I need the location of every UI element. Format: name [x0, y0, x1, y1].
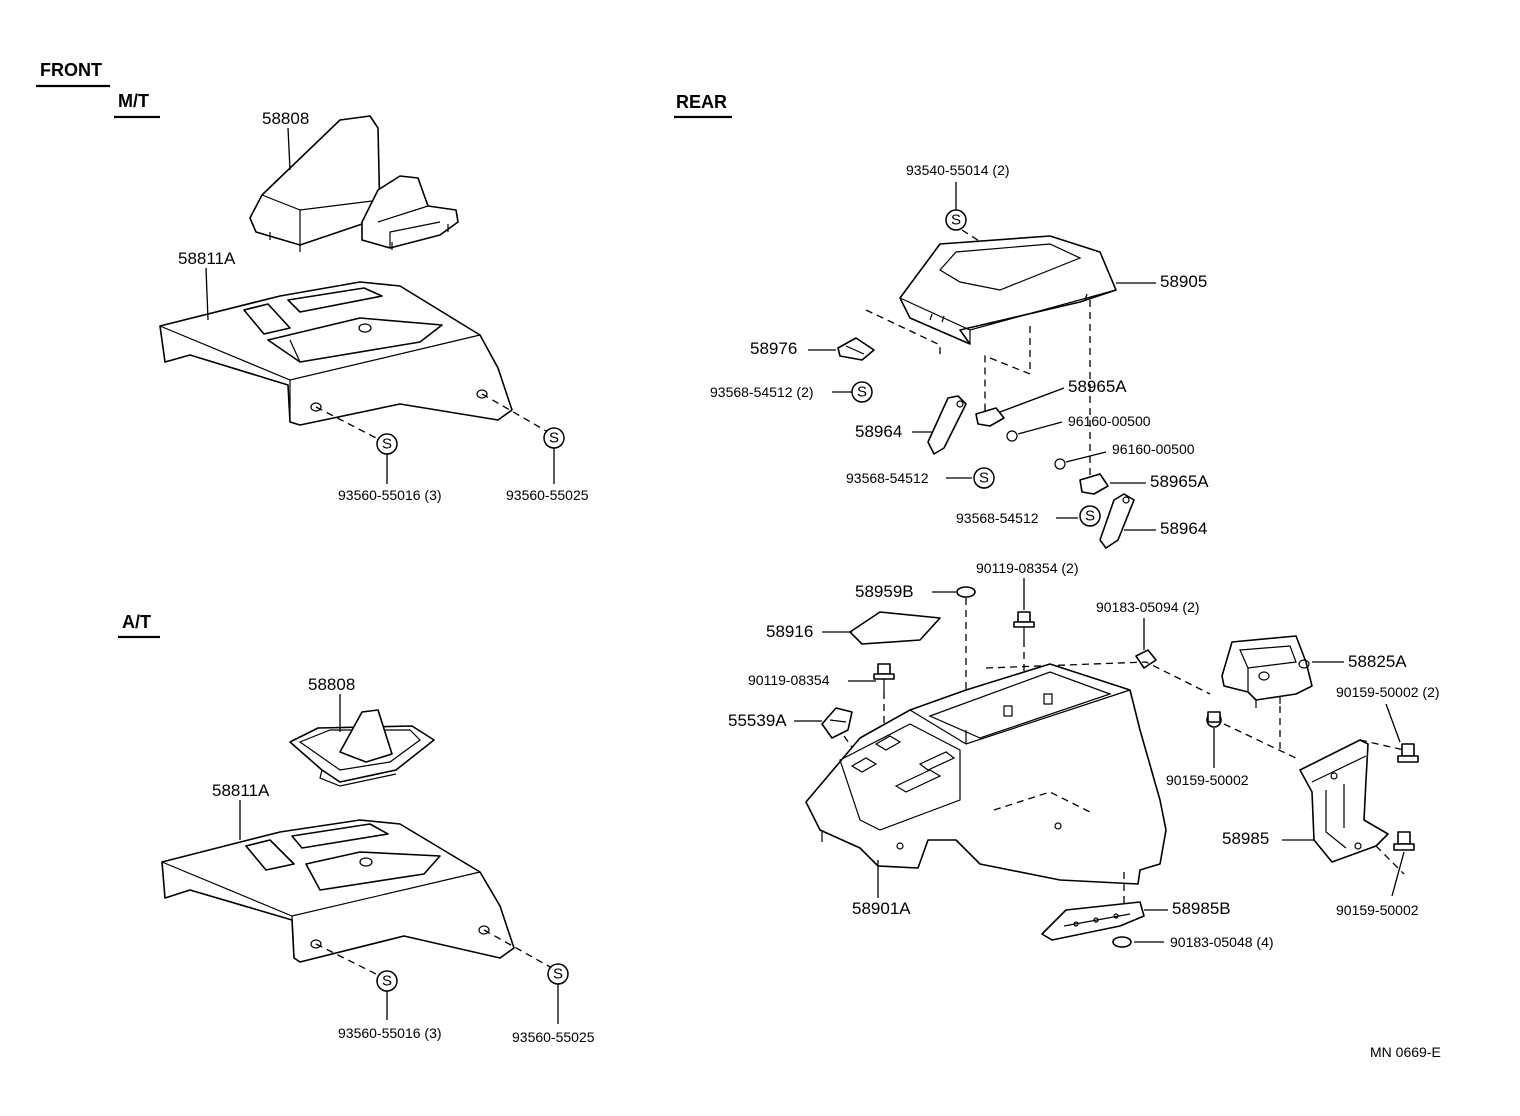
- mt-screw-left-symbol: S: [376, 433, 398, 455]
- label-r-58965A-2: 58965A: [1150, 472, 1209, 491]
- svg-text:S: S: [857, 384, 867, 401]
- label-r-58964-1: 58964: [855, 422, 902, 441]
- leader-mt-58808: [287, 127, 291, 171]
- label-r-58916: 58916: [766, 622, 813, 641]
- label-r-96160-00500-2: 96160-00500: [1112, 441, 1195, 457]
- rear-hinge-58965A-lower: [1079, 473, 1109, 495]
- label-at-93560-55016: 93560-55016 (3): [338, 1025, 442, 1041]
- svg-text:S: S: [1085, 508, 1095, 525]
- label-mt-58811A: 58811A: [178, 249, 236, 268]
- at-shift-boot-58808: [289, 709, 435, 787]
- rear-cap-58959B: [956, 586, 976, 598]
- rear-bolt-90159-a: [1206, 711, 1222, 728]
- rear-screw-93540-symbol: S: [945, 209, 967, 231]
- dash-r-58965-guide: [984, 326, 1031, 420]
- dash-r-58985-top: [1359, 739, 1405, 751]
- rear-bracket-58985: [1299, 739, 1389, 863]
- rear-switch-55539A: [821, 707, 853, 739]
- label-r-90159-50002-2: 90159-50002 (2): [1336, 684, 1440, 700]
- dash-r-90159-a: [1223, 723, 1301, 761]
- label-at-58808: 58808: [308, 675, 355, 694]
- label-mt-58808: 58808: [262, 109, 309, 128]
- dash-r-58985-bottom: [1375, 845, 1405, 875]
- label-at-93560-55025: 93560-55025: [512, 1029, 595, 1045]
- rear-screw-93568-a-symbol: S: [973, 467, 995, 489]
- header-mt: M/T: [118, 91, 149, 111]
- label-r-58976: 58976: [750, 339, 797, 358]
- label-r-58825A: 58825A: [1348, 652, 1407, 671]
- rear-stay-58964-upper: [927, 395, 967, 455]
- diagram-code: MN 0669-E: [1370, 1044, 1441, 1060]
- label-mt-93560-55016: 93560-55016 (3): [338, 487, 442, 503]
- label-r-90159-50002-b: 90159-50002: [1336, 902, 1419, 918]
- svg-text:S: S: [553, 966, 563, 983]
- rear-box-58825A: [1221, 635, 1313, 708]
- header-rear: REAR: [676, 92, 727, 112]
- dash-mt-screw-right: [481, 393, 549, 433]
- dash-r-top-guide: [985, 661, 1211, 695]
- label-r-90183-05048: 90183-05048 (4): [1170, 934, 1274, 950]
- svg-text:S: S: [382, 973, 392, 990]
- svg-text:S: S: [979, 470, 989, 487]
- rear-console-58901A: [805, 663, 1167, 885]
- label-r-96160-00500-1: 96160-00500: [1068, 413, 1151, 429]
- rear-bolt-90119-2: [1013, 611, 1035, 640]
- leader-r-96160-00500-1: [1017, 421, 1063, 435]
- leader-r-90159-50002-2: [1385, 703, 1401, 743]
- label-r-93568-54512-2: 93568-54512 (2): [710, 384, 814, 400]
- label-r-93568-54512-a: 93568-54512: [846, 470, 929, 486]
- header-front: FRONT: [40, 60, 102, 80]
- svg-text:S: S: [549, 430, 559, 447]
- svg-text:S: S: [951, 212, 961, 229]
- label-r-58901A: 58901A: [852, 899, 911, 918]
- at-screw-right-symbol: S: [547, 963, 569, 985]
- at-console-58811A: [161, 819, 515, 963]
- mt-console-58811A: [159, 281, 513, 426]
- rear-screw-93568-b-symbol: S: [1079, 505, 1101, 527]
- rear-washer-96160-lower: [1054, 458, 1066, 470]
- label-r-58985: 58985: [1222, 829, 1269, 848]
- rear-bolt-90159-b: [1393, 831, 1415, 851]
- label-r-58905: 58905: [1160, 272, 1207, 291]
- label-r-93568-54512-b: 93568-54512: [956, 510, 1039, 526]
- label-mt-93560-55025: 93560-55025: [506, 487, 589, 503]
- rear-bolt-90119: [873, 663, 895, 692]
- leader-mt-58811A: [205, 267, 209, 321]
- header-at: A/T: [122, 612, 151, 632]
- rear-plate-58985B: [1041, 901, 1145, 941]
- dash-r-58976-guide: [865, 309, 941, 358]
- rear-pad-58916: [849, 611, 941, 645]
- label-r-90119-08354: 90119-08354: [748, 672, 830, 688]
- dash-r-55539A: [843, 735, 869, 771]
- label-r-58964-2: 58964: [1160, 519, 1207, 538]
- label-r-58985B: 58985B: [1172, 899, 1231, 918]
- rear-clip-58976: [837, 337, 875, 361]
- leader-r-58965A-1: [999, 387, 1065, 413]
- rear-bolt-90159-upper: [1397, 743, 1419, 763]
- rear-washer-96160-upper: [1006, 430, 1018, 442]
- mt-screw-right-symbol: S: [543, 427, 565, 449]
- label-r-90159-50002-a: 90159-50002: [1166, 772, 1249, 788]
- at-screw-left-symbol: S: [376, 970, 398, 992]
- svg-text:S: S: [382, 436, 392, 453]
- label-at-58811A: 58811A: [212, 781, 270, 800]
- rear-lid-58905: [899, 235, 1117, 345]
- label-r-58965A-1: 58965A: [1068, 377, 1127, 396]
- rear-stay-58964-lower: [1099, 493, 1135, 549]
- label-r-55539A: 55539A: [728, 711, 787, 730]
- rear-clip-90183-05094: [1135, 649, 1157, 669]
- dash-mt-screw-left: [315, 406, 381, 441]
- label-r-90183-05094: 90183-05094 (2): [1096, 599, 1200, 615]
- rear-clip-90183-05048: [1112, 936, 1132, 948]
- label-r-58959B: 58959B: [855, 582, 914, 601]
- label-r-93540-55014: 93540-55014 (2): [906, 162, 1010, 178]
- mt-shift-boot-58808: [249, 115, 459, 252]
- leader-r-96160-00500-2: [1065, 451, 1107, 463]
- leader-r-90159-50002-b: [1391, 851, 1405, 897]
- dash-at-screw-right: [483, 929, 553, 969]
- rear-hinge-58965A-upper: [975, 407, 1005, 427]
- label-r-90119-08354-2: 90119-08354 (2): [976, 560, 1078, 576]
- rear-screw-93568-2-symbol: S: [851, 381, 873, 403]
